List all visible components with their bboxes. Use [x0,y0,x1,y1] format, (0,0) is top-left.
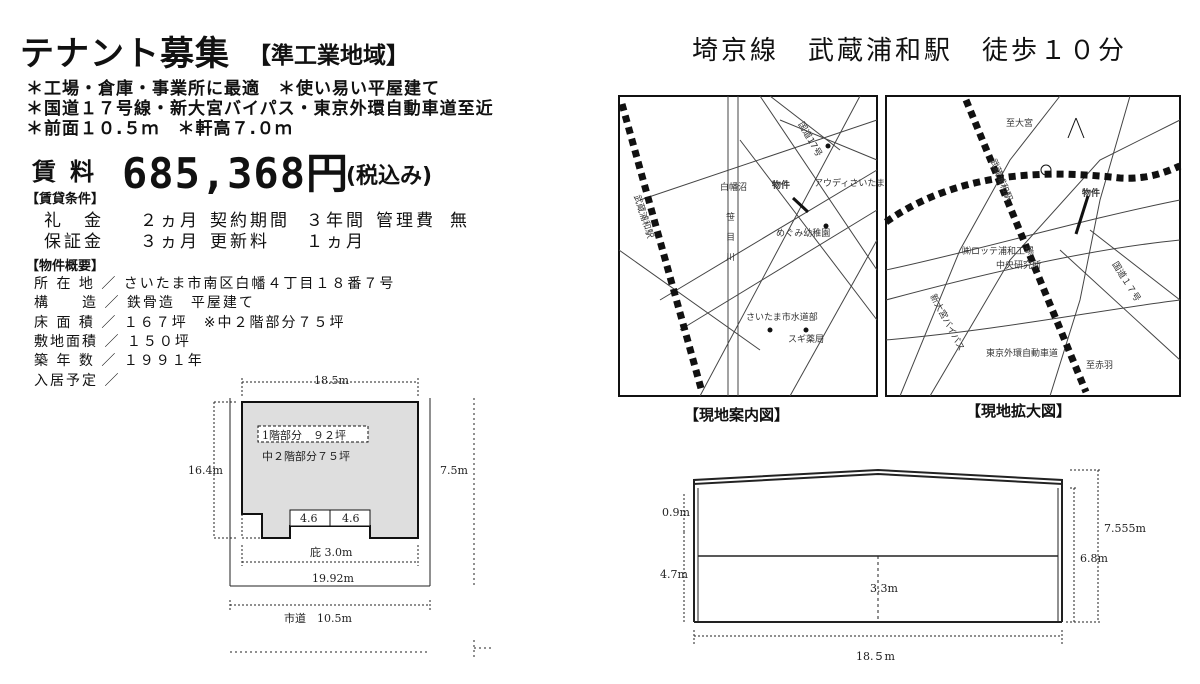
elev-width: 18.５m [856,650,895,663]
property-row: 入居予定 ／ [34,373,121,389]
map1-river: 笹 [726,211,735,223]
page-title: テナント募集 [20,34,230,74]
property-heading: 【物件概要】 [26,259,105,274]
condition-key-money-value: ２ヵ月 [140,211,200,231]
plan-floor2: 中２階部分７５坪 [262,449,350,463]
map2-caption: 【現地拡大図】 [966,402,1072,420]
location-map [618,95,878,397]
conditions-heading: 【賃貸条件】 [26,192,105,207]
plan-height-right: 7.5m [440,464,468,477]
plan-door-width: 4.6 [300,512,318,525]
condition-renewal: 更新料 [210,232,270,252]
feature-line: ＊国道１７号線・新大宮バイパス・東京外環自動車道至近 [26,99,494,119]
map1-pharmacy: スギ薬局 [788,333,824,345]
map2-gaikan: 東京外環自動車道 [986,347,1058,359]
plan-width-bottom: 19.92m [312,572,354,585]
feature-line: ＊前面１０.５ｍ ＊軒高７.０ｍ [26,119,293,139]
elev-eave-gap: 0.9m [662,506,690,519]
condition-term-value: ３年間 [306,211,366,231]
condition-term: 契約期間 [210,211,290,231]
condition-key-money: 礼 金 [44,211,104,231]
map2-lab: 中央研究所 [996,259,1041,271]
map1-kindergarten: めぐみ幼稚園 [776,227,830,239]
property-row: 床 面 積 ／ １６７坪 ※中２階部分７５坪 [34,315,346,331]
elev-height-mid: 3.3m [870,582,898,595]
rent-label: 賃料 [32,158,108,186]
map1-caption: 【現地案内図】 [684,406,790,424]
property-row: 所 在 地 ／ さいたま市南区白幡４丁目１８番７号 [34,276,396,292]
detail-map [883,95,1182,397]
plan-eave: 庇 3.0m [310,545,353,559]
floor-plan [213,378,492,660]
map1-river: 目 [726,232,735,243]
elevation-drawing [683,468,1102,644]
property-row: 構 造 ／ 鉄骨造 平屋建て [34,295,255,311]
plan-floor1: 1階部分 ９２坪 [262,428,346,442]
elev-height-left: 4.7m [660,568,688,581]
property-row: 築 年 数 ／ １９９１年 [34,353,204,369]
rent-tax-note: (税込み) [346,164,433,189]
condition-deposit-value: ３ヵ月 [140,232,200,252]
plan-width-top: 18.5m [314,374,349,387]
map2-lotte: ㈱ロッテ浦和工場 [962,245,1034,257]
zone-label: 【準工業地域】 [248,43,409,69]
property-row: 敷地面積 ／ １５０坪 [34,334,191,350]
map1-property: 物件 [772,179,790,191]
feature-line: ＊工場・倉庫・事業所に最適 ＊使い易い平屋建て [26,79,440,99]
map1-waterworks: さいたま市水道部 [746,311,818,323]
map1-audi: アウディさいたま [814,177,885,189]
map2-property: 物件 [1082,187,1100,199]
condition-mgmt-value: 無 [450,211,470,231]
plan-height-left: 16.4m [188,464,223,477]
plan-road: 市道 10.5m [284,611,352,625]
elev-height-total: 7.555m [1104,522,1146,535]
map1-shirahata: 白幡沼 [720,181,747,193]
map1-river: 川 [726,253,735,263]
rent-value: 685,368円 [122,149,350,198]
map2-omiya: 至大宮 [1006,117,1033,129]
condition-deposit: 保証金 [44,232,104,252]
station-access: 埼京線 武蔵浦和駅 徒歩１０分 [692,36,1128,66]
plan-door-width: 4.6 [342,512,360,525]
condition-renewal-value: １ヵ月 [306,232,366,252]
elev-height-right: 6.8m [1080,552,1108,565]
condition-mgmt: 管理費 [376,211,436,231]
map2-akabane: 至赤羽 [1086,360,1113,371]
